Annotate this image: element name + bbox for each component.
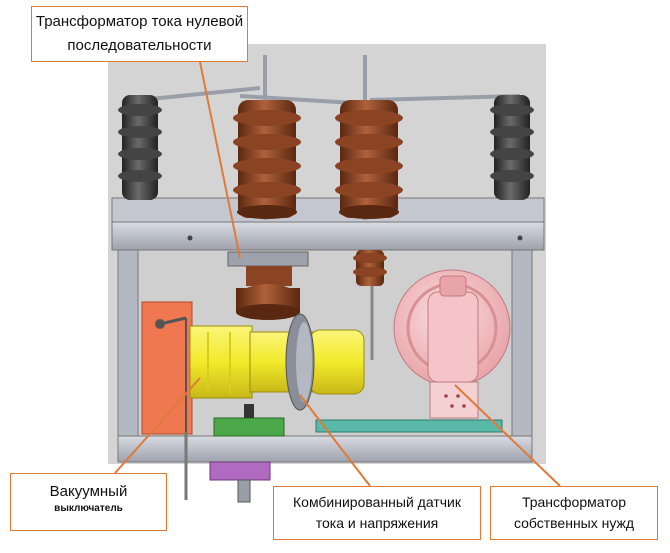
callout-lines [114,61,561,487]
aux-transformer [393,269,511,419]
callout-line-ct-zero [199,61,241,259]
label-combined-sensor-line1: Комбинированный датчик [293,494,461,510]
zero-sequence-ct [227,251,309,320]
teal-base [315,419,503,433]
purple-box [209,461,271,503]
label-aux-transformer-line2: собственных нужд [513,515,635,531]
orange-panel [141,301,193,435]
insulator-right-dark [490,95,534,200]
label-aux-transformer: Трансформатор собственных нужд [490,486,658,540]
green-box [213,404,285,437]
frame-posts [117,249,533,451]
label-vacuum-breaker-line1: Вакуумный [49,483,128,500]
callout-line-aux [454,384,561,487]
callout-line-vacuum [114,377,201,474]
label-vacuum-breaker: Вакуумный выключатель [10,473,167,531]
insulator-left-dark [118,95,162,200]
bushing-left [233,100,301,219]
vacuum-breaker [189,325,365,399]
label-zero-sequence-ct-line2: последовательности [67,37,212,54]
label-zero-sequence-ct: Трансформатор тока нулевой последователь… [31,6,248,62]
label-aux-transformer-line1: Трансформатор [521,494,627,510]
top-plate [111,197,545,251]
bottom-rail [117,435,533,463]
label-vacuum-breaker-line2: выключатель [54,503,123,514]
label-combined-sensor: Комбинированный датчик тока и напряжения [273,486,481,540]
label-combined-sensor-line2: тока и напряжения [315,515,439,531]
bushing-right [335,100,403,219]
combined-sensor [285,313,315,411]
small-insulator [353,250,387,360]
callout-line-sensor [299,394,371,487]
label-zero-sequence-ct-line1: Трансформатор тока нулевой [35,13,244,30]
